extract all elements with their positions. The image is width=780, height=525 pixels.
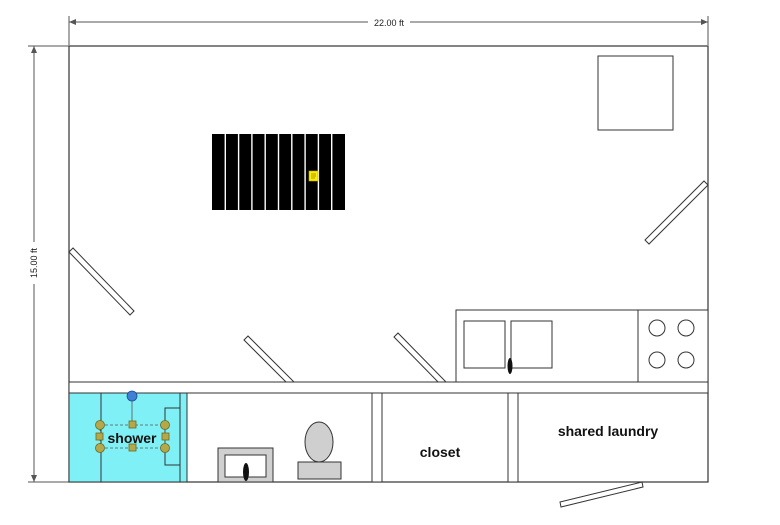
door-swing-left[interactable] xyxy=(68,247,135,316)
height-dimension: 15.00 ft xyxy=(28,45,69,483)
square-furniture[interactable] xyxy=(597,55,674,131)
door-swing-middle-2[interactable] xyxy=(393,332,447,387)
sticky-note-icon[interactable] xyxy=(308,170,319,182)
laundry-label: shared laundry xyxy=(558,423,659,439)
exterior-walls[interactable] xyxy=(68,45,709,483)
interior-wall-horizontal[interactable] xyxy=(68,381,709,394)
selection-handles[interactable] xyxy=(95,390,170,453)
toilet-icon[interactable] xyxy=(297,421,342,480)
door-swing-bottom[interactable] xyxy=(559,481,644,508)
stove-icon[interactable] xyxy=(648,319,695,369)
closet-label: closet xyxy=(420,444,461,460)
width-dimension: 22.00 ft xyxy=(68,16,709,45)
rotation-handle xyxy=(126,390,138,402)
interior-wall-closet-right[interactable] xyxy=(507,392,519,483)
staircase[interactable] xyxy=(212,134,345,210)
sink-icon[interactable] xyxy=(463,320,553,374)
door-swing-middle-1[interactable] xyxy=(243,335,297,389)
door-swing-right[interactable] xyxy=(644,180,709,245)
height-label: 15.00 ft xyxy=(29,247,39,278)
bathroom-sink-icon[interactable] xyxy=(217,447,274,483)
interior-wall-closet-left[interactable] xyxy=(371,392,383,483)
width-label: 22.00 ft xyxy=(374,18,405,28)
shower-label[interactable]: shower xyxy=(107,430,157,446)
